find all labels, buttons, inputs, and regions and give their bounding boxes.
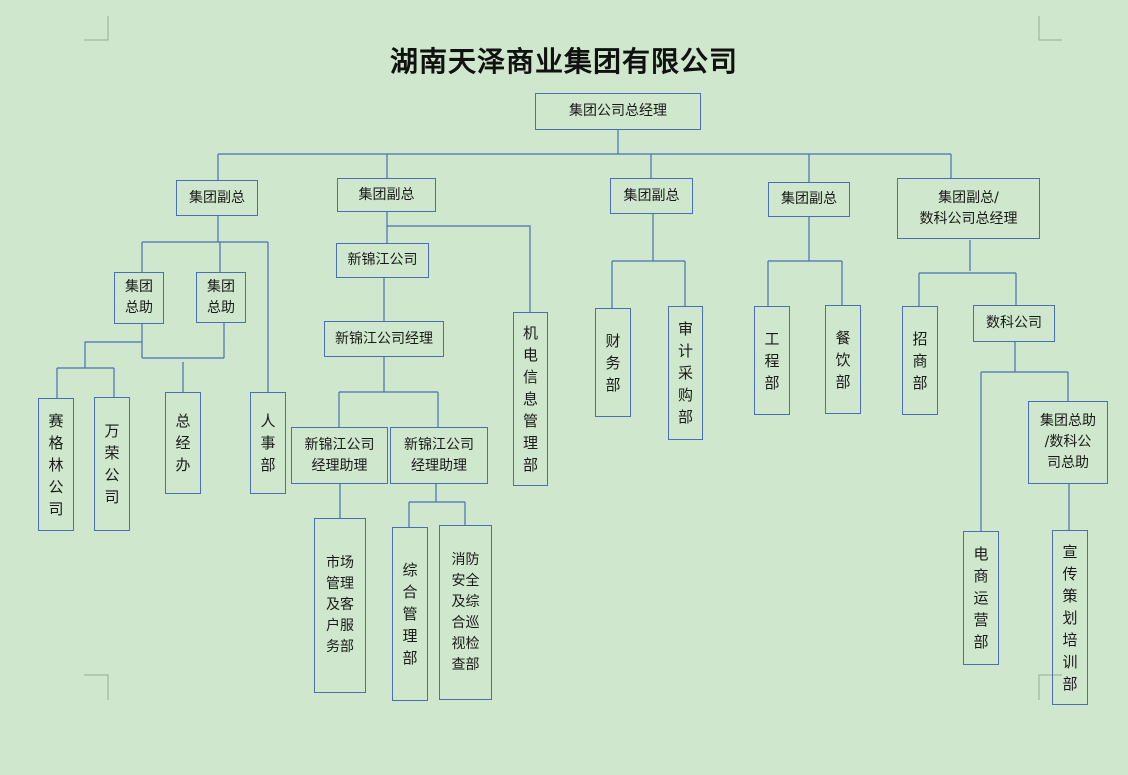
- node-shuke-company: 数科公司: [973, 305, 1055, 342]
- node-ecommerce-dept: 电 商 运 营 部: [963, 531, 999, 665]
- node-general-office: 总 经 办: [165, 392, 201, 494]
- connector-shuke-children: [980, 341, 1070, 531]
- node-group-assistant-2: 集团 总助: [196, 272, 246, 323]
- node-saigelin-company: 赛 格 林 公 司: [38, 398, 74, 531]
- crop-mark-bottom-right: [1038, 674, 1062, 700]
- node-fire-safety-dept: 消防 安全 及综 合巡 视检 查部: [439, 525, 492, 700]
- node-vice-president-5: 集团副总/ 数科公司总经理: [897, 178, 1040, 239]
- crop-mark-bottom-left: [84, 674, 109, 700]
- node-finance-dept: 财 务 部: [595, 308, 631, 417]
- node-xinjinjiang-company: 新锦江公司: [336, 243, 429, 278]
- node-hr-dept: 人 事 部: [250, 392, 286, 494]
- node-vice-president-1: 集团副总: [176, 180, 258, 216]
- crop-mark-top-left: [84, 16, 109, 41]
- connector-vp5-children: [918, 240, 1017, 306]
- connector-vp2-children: [338, 211, 531, 427]
- node-market-service-dept: 市场 管理 及客 户服 务部: [314, 518, 366, 693]
- node-electromechanical-dept: 机 电 信 息 管 理 部: [513, 312, 548, 486]
- node-vice-president-3: 集团副总: [610, 178, 693, 214]
- node-xinjinjiang-assistant-2: 新锦江公司 经理助理: [390, 427, 488, 484]
- connector-vp1-children: [141, 215, 269, 392]
- node-vice-president-2: 集团副总: [337, 178, 436, 212]
- crop-mark-top-right: [1038, 16, 1062, 41]
- connector-vp4-children: [767, 216, 843, 306]
- node-shuke-assistant: 集团总助 /数科公 司总助: [1028, 401, 1108, 484]
- connector-assistants-units: [56, 323, 225, 398]
- connector-vp3-children: [611, 213, 686, 308]
- node-catering-dept: 餐 饮 部: [825, 305, 861, 414]
- connector-root-vps: [217, 129, 952, 182]
- node-vice-president-4: 集团副总: [768, 182, 850, 217]
- node-xinjinjiang-manager: 新锦江公司经理: [324, 321, 444, 357]
- node-group-assistant-1: 集团 总助: [114, 272, 164, 324]
- node-xinjinjiang-assistant-1: 新锦江公司 经理助理: [291, 427, 388, 484]
- page-title: 湖南天泽商业集团有限公司: [389, 45, 738, 78]
- node-investment-dept: 招 商 部: [902, 306, 938, 415]
- node-engineering-dept: 工 程 部: [754, 306, 790, 415]
- node-audit-purchasing-dept: 审 计 采 购 部: [668, 306, 703, 440]
- connector-assistants-depts: [339, 483, 466, 527]
- node-promotion-training-dept: 宣 传 策 划 培 训 部: [1052, 530, 1088, 705]
- node-general-manager: 集团公司总经理: [535, 93, 701, 130]
- node-general-management-dept: 综 合 管 理 部: [392, 527, 428, 701]
- node-wanrong-company: 万 荣 公 司: [94, 397, 130, 531]
